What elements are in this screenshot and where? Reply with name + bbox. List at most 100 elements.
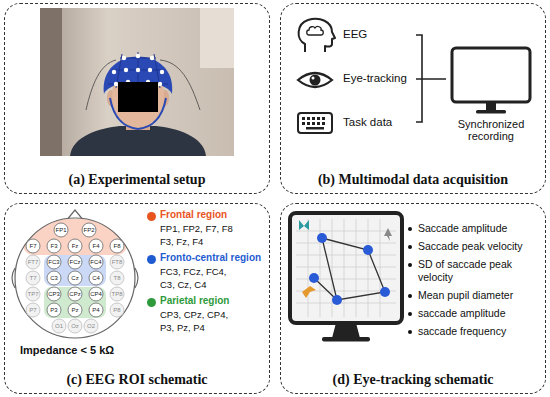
metric-item: Saccade peak velocity (408, 240, 544, 253)
metric-item: saccade amplitude (408, 307, 544, 320)
electrode-label: FT7 (21, 258, 45, 266)
eye-tracking-monitor (380, 287, 390, 297)
participant-photo (124, 68, 128, 72)
electrode-list: F3, Fz, F4 (160, 236, 203, 247)
eye-tracking-monitor (302, 286, 316, 298)
eeg-head-schematic (23, 219, 127, 318)
eeg-head-schematic (26, 223, 124, 317)
legend-text: Frontal region (160, 209, 227, 220)
eye-tracking-monitor (363, 245, 373, 255)
participant-photo (158, 82, 162, 86)
bullet-dot (408, 227, 412, 231)
metric-item: saccade frequency (408, 325, 544, 338)
electrode-list: P3, Pz, P4 (160, 322, 205, 333)
electrode-label: FP1 (49, 226, 73, 234)
electrode-list: FP1, FP2, F7, F8 (160, 223, 233, 234)
electrode-label: C4 (84, 274, 108, 282)
electrode-list: CP3, CPz, CP4, (160, 309, 228, 320)
metric-item: Mean pupil diameter (408, 289, 544, 302)
bullet-dot (408, 245, 412, 249)
eye-icon (298, 73, 332, 87)
eeg-head-schematic (12, 210, 138, 338)
electrode-label: CPz (63, 290, 87, 298)
eye-icon (312, 77, 315, 80)
metric-text: saccade frequency (418, 325, 506, 338)
eye-tracking-monitor (314, 238, 385, 300)
keyboard-icon (317, 117, 320, 120)
participant-photo (150, 56, 154, 60)
metric-item: Saccade amplitude (408, 222, 544, 235)
panel-caption: (b) Multimodal data acquisition (318, 172, 508, 193)
electrode-label: CP4 (84, 290, 108, 298)
eye-tracking-monitor (296, 219, 396, 317)
eye-tracking-monitor (317, 233, 327, 243)
recording-monitor-icon (452, 48, 530, 102)
electrode-list: C3, Cz, C4 (160, 279, 206, 290)
electrode-label: C3 (42, 274, 66, 282)
electrode-label: F4 (84, 242, 108, 250)
legend-swatch (147, 255, 156, 264)
participant-photo (148, 68, 152, 72)
electrode-label: O1 (47, 322, 71, 330)
participant-photo (136, 54, 140, 58)
participant-photo (200, 8, 234, 68)
eye-tracking-monitor (309, 233, 390, 305)
electrode-label: P8 (105, 306, 129, 314)
keyboard-icon (317, 122, 320, 125)
electrode-list: FC3, FCz, FC4, (160, 266, 227, 277)
electrode-label: FT8 (105, 258, 129, 266)
legend-text: Parietal region (160, 295, 229, 306)
keyboard-icon (306, 127, 324, 130)
eeg-head-schematic (26, 255, 124, 333)
bullet-dot (408, 330, 412, 334)
metric-text: saccade amplitude (418, 307, 506, 320)
sync-bracket (416, 35, 446, 122)
participant-photo (40, 8, 234, 156)
electrode-label: Pz (63, 306, 87, 314)
eeg-head-schematic (15, 218, 135, 338)
eye-tracking-monitor (384, 228, 392, 241)
legend-swatch (147, 212, 156, 221)
electrode-label: O2 (79, 322, 103, 330)
electrode-label: CP3 (42, 290, 66, 298)
electrode-label: Cz (63, 274, 87, 282)
metric-text: Mean pupil diameter (418, 289, 513, 302)
keyboard-icon (298, 113, 332, 133)
metric-list: Saccade amplitudeSaccade peak velocitySD… (408, 222, 544, 338)
electrode-label: FC4 (84, 258, 108, 266)
bullet-dot (408, 263, 412, 267)
eeg-head-schematic (23, 219, 127, 255)
keyboard-icon (307, 122, 310, 125)
electrode-label: P7 (21, 306, 45, 314)
metric-item: SD of saccade peak velocity (408, 258, 544, 284)
electrode-label: F8 (105, 242, 129, 250)
keyboard-icon (302, 122, 305, 125)
modality-label: Eye-tracking (343, 72, 407, 84)
participant-photo (136, 68, 140, 72)
participant-photo (112, 54, 164, 86)
eeg-head-schematic (12, 268, 138, 288)
participant-photo (70, 126, 206, 156)
keyboard-icon (302, 117, 305, 120)
eye-tracking-monitor (332, 323, 360, 338)
legend-swatch (147, 298, 156, 307)
recording-monitor-icon (452, 48, 530, 114)
participant-photo (160, 70, 164, 74)
keyboard-icon (302, 117, 325, 130)
panel-caption: (a) Experimental setup (69, 172, 206, 193)
electrode-label: FC3 (42, 258, 66, 266)
dashed-panel: (b) Multimodal data acquisition (280, 3, 546, 194)
eeg-head-icon (307, 27, 324, 35)
participant-photo (40, 8, 62, 156)
participant-photo (118, 82, 158, 112)
keyboard-icon (307, 117, 310, 120)
participant-photo (114, 82, 118, 86)
metric-text: Saccade amplitude (418, 222, 507, 235)
eye-tracking-monitor (309, 273, 319, 283)
electrode-label: F7 (21, 242, 45, 250)
electrode-label: P4 (84, 306, 108, 314)
metric-text: SD of saccade peak velocity (418, 258, 544, 284)
electrode-label: T8 (105, 274, 129, 282)
recording-monitor-icon (476, 110, 506, 114)
